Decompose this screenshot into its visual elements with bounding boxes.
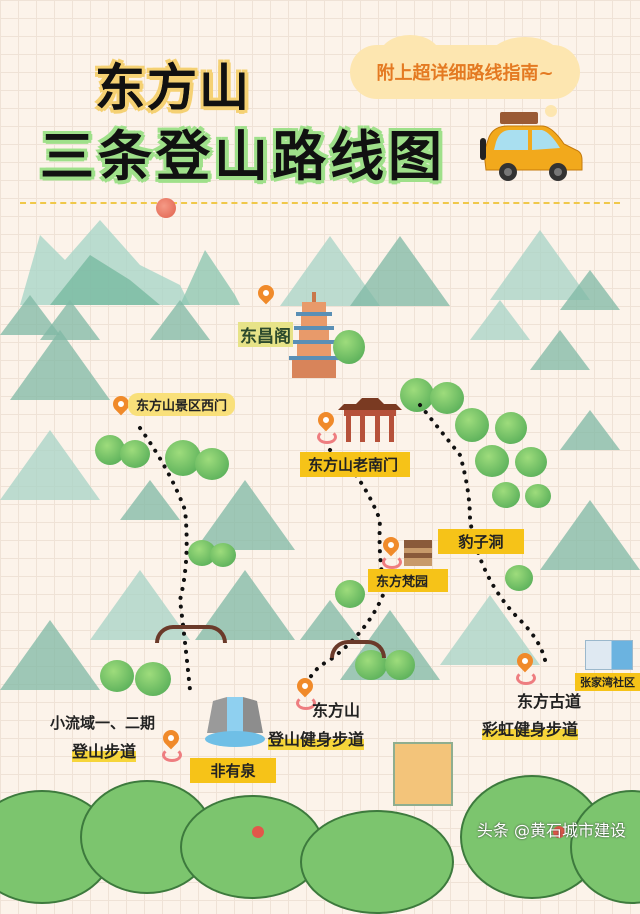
mountain-icon (120, 480, 180, 520)
tree-icon (335, 580, 365, 608)
tree-icon (100, 660, 134, 692)
mountain-icon (150, 300, 210, 340)
label-zhangjiawan: 张家湾社区 (575, 673, 640, 691)
mountain-icon (540, 500, 640, 570)
route1-title: 小流域一、二期 (50, 714, 156, 732)
mountain-icon (470, 300, 530, 340)
label-dongchangge: 东昌阁 (238, 322, 293, 347)
tree-icon (475, 445, 509, 477)
pin-route3[interactable] (513, 649, 537, 685)
mountain-range-icon (20, 215, 240, 309)
tree-icon (120, 440, 150, 468)
route2-title: 东方山 (312, 701, 361, 720)
tree-icon (430, 382, 464, 414)
route3-subtitle: 彩虹健身步道 (482, 716, 579, 740)
mountain-icon (560, 410, 620, 450)
route2-subtitle: 登山健身步道 (268, 726, 365, 750)
label-west-gate: 东方山景区西门 (128, 393, 236, 416)
mountain-icon (560, 270, 620, 310)
tree-icon (385, 650, 415, 680)
tree-icon (455, 408, 489, 442)
route1-subtitle: 登山步道 (72, 738, 137, 762)
mountain-icon (195, 480, 295, 550)
bush-icon (300, 810, 454, 914)
pin-west-gate[interactable] (109, 392, 133, 416)
waterfall-icon (205, 693, 265, 752)
pin-route1[interactable] (159, 726, 183, 762)
label-feiyou-spring: 非有泉 (190, 758, 276, 783)
label-old-south-gate: 东方山老南门 (300, 452, 410, 477)
temple-icon (404, 540, 432, 566)
tree-icon (492, 482, 520, 508)
berry-icon (553, 826, 565, 838)
tree-icon (210, 543, 236, 567)
pin-dongchangge[interactable] (254, 281, 278, 305)
willow-tree-icon (333, 330, 365, 364)
building-icon (585, 640, 633, 670)
tree-icon (505, 565, 533, 591)
tree-icon (135, 662, 171, 696)
tree-icon (400, 378, 434, 412)
shop-icon (393, 742, 453, 806)
sun-icon (156, 198, 176, 218)
mountain-icon (350, 236, 450, 306)
tree-icon (195, 448, 229, 480)
route3-title: 东方古道 (517, 692, 582, 711)
pin-route2[interactable] (293, 674, 317, 710)
berry-icon (252, 826, 264, 838)
car-icon (478, 112, 588, 187)
mountain-icon (530, 330, 590, 370)
thought-bubble-dot (545, 105, 557, 117)
label-baozi-cave: 豹子洞 (438, 529, 524, 554)
watermark: 头条 @黄石城市建设 (476, 821, 626, 840)
tree-icon (495, 412, 527, 444)
pin-old-south-gate[interactable] (314, 408, 338, 444)
archway-icon (338, 398, 402, 447)
mountain-icon (10, 330, 110, 400)
title-line-2: 三条登山路线图 (40, 125, 446, 188)
bridge-icon (155, 625, 227, 643)
header-divider (20, 202, 620, 204)
note-cloud-text: 附上超详细路线指南~ (376, 63, 554, 84)
pagoda-icon (284, 292, 344, 386)
pin-fan-garden[interactable] (379, 533, 403, 569)
tree-icon (515, 447, 547, 477)
tree-icon (525, 484, 551, 508)
title-line-1: 东方山 (95, 59, 251, 117)
label-fan-garden: 东方梵园 (368, 569, 448, 592)
note-cloud: 附上超详细路线指南~ (350, 35, 580, 99)
mountain-icon (0, 620, 100, 690)
mountain-icon (0, 430, 100, 500)
bridge-icon (330, 640, 386, 658)
